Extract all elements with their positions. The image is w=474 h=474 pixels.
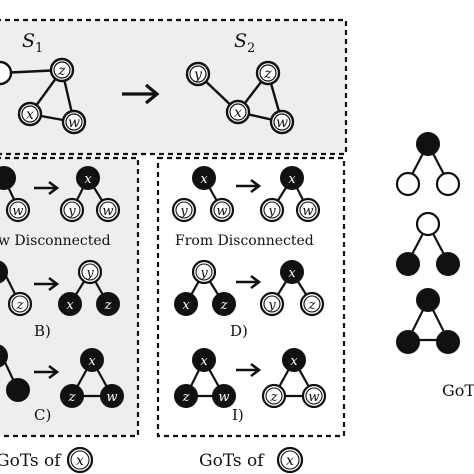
svg-text:w: w — [216, 204, 227, 219]
s1-node-y — [0, 60, 13, 86]
s1-node-z-inner — [53, 61, 71, 79]
s2-title: S2 — [234, 30, 255, 56]
svg-text:GoTs of: GoTs of — [0, 451, 62, 471]
svg-text:x: x — [76, 453, 84, 469]
s1-node-x-inner — [21, 105, 39, 123]
svg-text:z: z — [104, 298, 112, 313]
s2-nodes — [185, 60, 295, 135]
svg-text:z: z — [182, 390, 190, 405]
svg-text:y: y — [193, 67, 203, 83]
svg-text:y: y — [85, 266, 94, 281]
s1-nodes — [0, 57, 87, 135]
mid-row1: x y w x y w — [171, 166, 321, 223]
svg-text:w: w — [12, 204, 23, 219]
svg-text:x: x — [286, 453, 294, 469]
mid-row3: x z w x z w I) — [174, 348, 327, 424]
bottom-mid-caption: GoTs of x — [199, 446, 304, 474]
right-caption: GoT — [442, 381, 474, 400]
svg-text:y: y — [179, 204, 188, 219]
bottom-left-caption: GoTs of x — [0, 446, 94, 474]
svg-text:x: x — [200, 354, 208, 369]
top-panel — [0, 18, 348, 156]
s2-node-letters: y z x w — [193, 66, 288, 131]
left-row3: x z w C) — [0, 344, 124, 424]
s1-node-letters: z x w — [26, 63, 80, 131]
svg-text:x: x — [288, 266, 296, 281]
left-row1: w x y w — [0, 166, 121, 223]
svg-text:w: w — [102, 204, 113, 219]
svg-text:y: y — [267, 298, 276, 313]
right-graphlet-3 — [396, 288, 460, 354]
svg-text:z: z — [220, 298, 228, 313]
svg-text:z: z — [263, 66, 272, 82]
mid-row2: y x z x y z D) — [174, 259, 325, 340]
svg-text:x: x — [182, 298, 190, 313]
svg-text:w: w — [106, 390, 117, 405]
svg-text:z: z — [16, 298, 24, 313]
svg-text:z: z — [308, 298, 316, 313]
svg-text:x: x — [200, 172, 208, 187]
svg-text:x: x — [234, 105, 242, 121]
svg-text:y: y — [267, 204, 276, 219]
svg-text:y: y — [199, 266, 208, 281]
svg-text:w: w — [68, 115, 80, 131]
left-row1-caption: w Disconnected — [0, 233, 111, 249]
svg-text:w: w — [218, 390, 229, 405]
s1-title: S1 — [22, 30, 43, 56]
svg-text:z: z — [68, 390, 76, 405]
svg-text:w: w — [276, 115, 288, 131]
left-row2-tag: B) — [34, 322, 51, 340]
mid-row2-tag: D) — [230, 322, 248, 340]
svg-text:z: z — [57, 63, 66, 79]
svg-text:GoTs of: GoTs of — [199, 451, 265, 471]
mid-row3-tag: I) — [232, 406, 244, 424]
right-graphlet-2 — [396, 211, 460, 276]
left-row3-tag: C) — [34, 406, 51, 424]
s1-node-w-inner — [65, 113, 83, 131]
svg-text:x: x — [88, 354, 96, 369]
svg-text:w: w — [302, 204, 313, 219]
transition-arrow-top — [122, 83, 160, 105]
left-row2: z y x z B) — [0, 259, 120, 340]
svg-text:x: x — [290, 354, 298, 369]
svg-text:y: y — [67, 204, 76, 219]
svg-text:x: x — [84, 172, 92, 187]
svg-text:x: x — [66, 298, 74, 313]
svg-text:x: x — [26, 107, 34, 123]
svg-text:w: w — [308, 390, 319, 405]
svg-text:z: z — [270, 390, 278, 405]
right-graphlet-1 — [395, 132, 461, 197]
mid-row1-caption: From Disconnected — [175, 233, 314, 249]
svg-text:x: x — [288, 172, 296, 187]
